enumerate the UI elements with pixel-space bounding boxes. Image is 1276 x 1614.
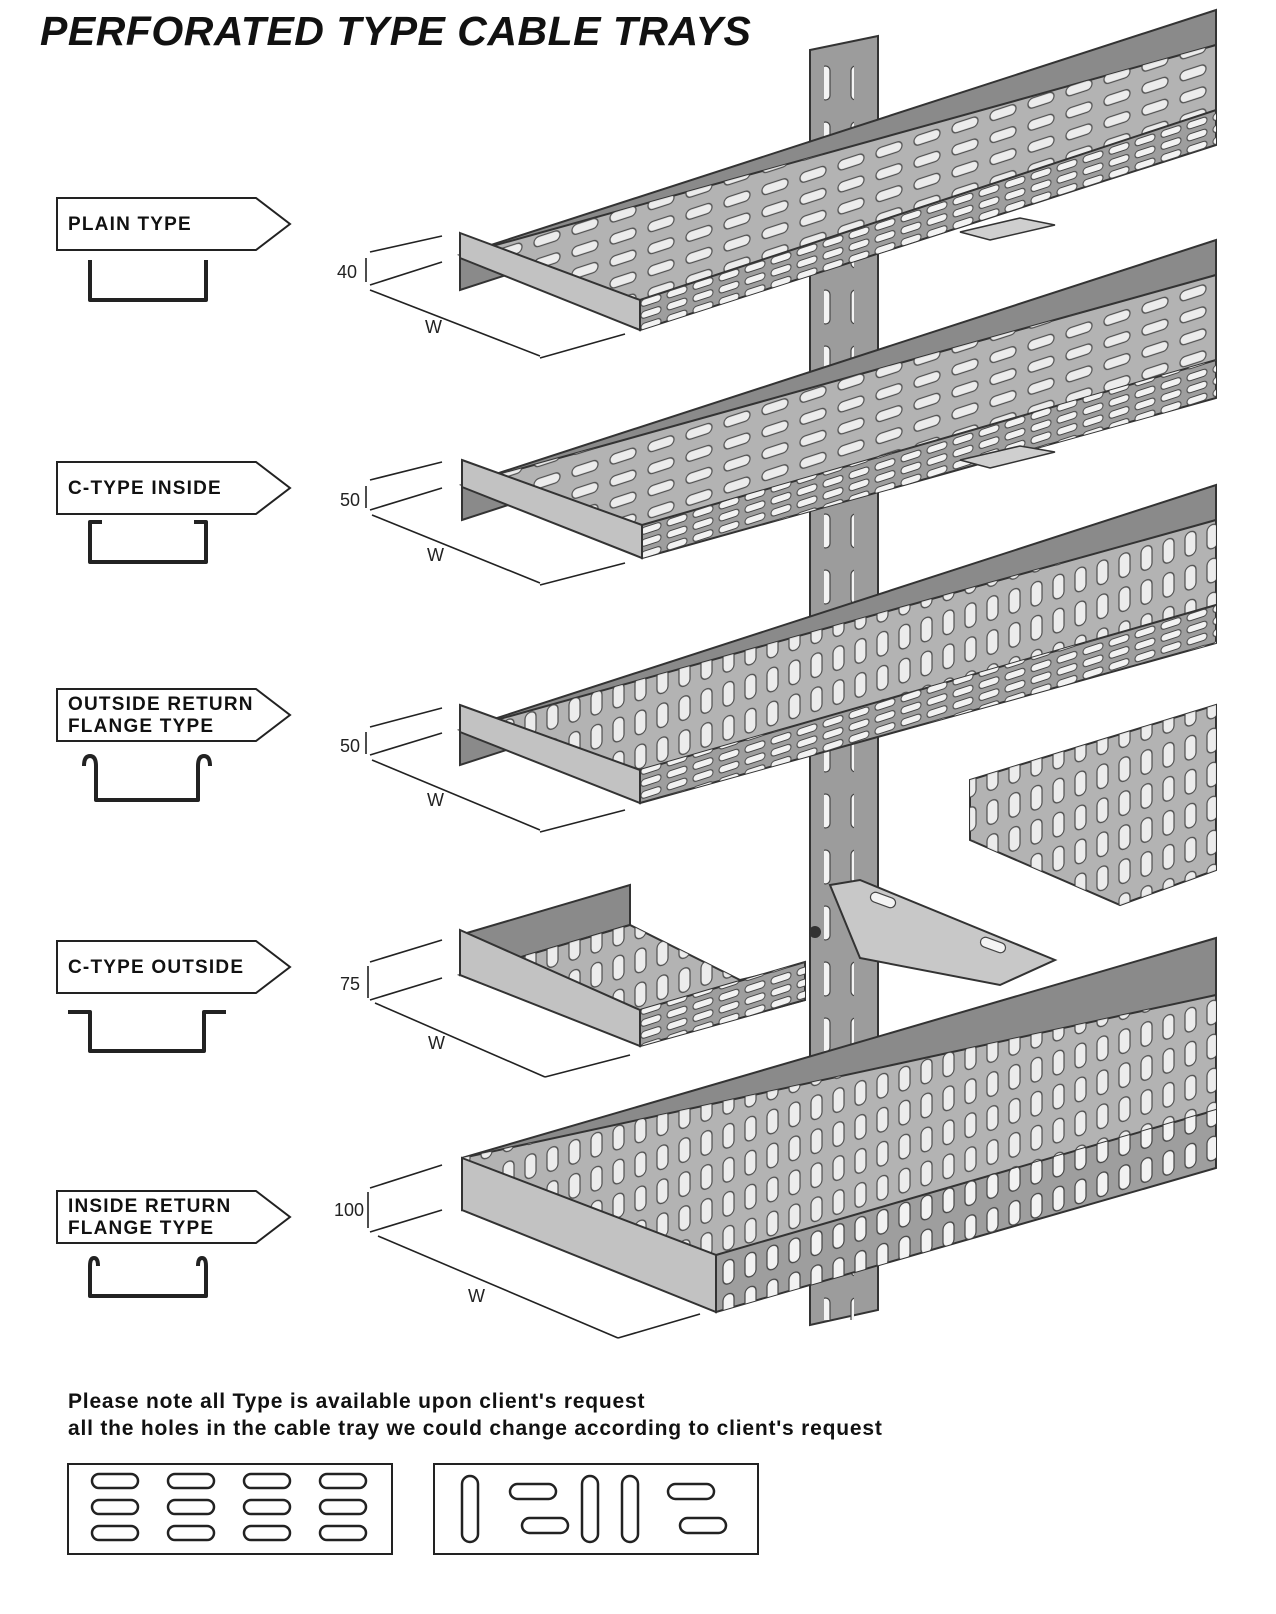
tag-arrow-shape — [56, 940, 292, 994]
width-label-inside-return-flange: W — [468, 1286, 485, 1306]
profile-c-outside-icon — [68, 1010, 226, 1053]
type-tag-outside-return-flange: OUTSIDE RETURN FLANGE TYPE — [56, 688, 292, 744]
note-line: Please note all Type is available upon c… — [68, 1390, 646, 1413]
width-label-c-outside: W — [428, 1033, 445, 1053]
note-line: all the holes in the cable tray we could… — [68, 1417, 883, 1440]
width-label-outside-return-flange: W — [427, 790, 444, 810]
type-tag-c-inside: C-TYPE INSIDE — [56, 461, 292, 517]
tray-inside-return-flange — [461, 936, 1217, 1314]
tray-side-section — [969, 703, 1217, 907]
tray-c-inside — [458, 238, 1217, 560]
tag-arrow-shape — [56, 197, 292, 251]
type-tag-line: PLAIN TYPE — [68, 214, 192, 235]
tag-arrow-shape — [56, 461, 292, 515]
height-label-inside-return-flange: 100 — [334, 1200, 364, 1220]
height-label-outside-return-flange: 50 — [340, 736, 360, 756]
type-tag-inside-return-flange: INSIDE RETURN FLANGE TYPE — [56, 1190, 292, 1246]
width-label-plain: W — [425, 317, 442, 337]
profile-c-inside-icon — [88, 520, 208, 564]
profile-plain-icon — [88, 260, 208, 302]
type-tag-line: FLANGE TYPE — [68, 1218, 215, 1239]
type-tag-label: INSIDE RETURN FLANGE TYPE — [68, 1190, 268, 1246]
tray-outside-return-flange — [456, 483, 1217, 805]
profile-inside-return-flange-icon — [88, 1256, 208, 1298]
type-tag-label: OUTSIDE RETURN FLANGE TYPE — [68, 688, 268, 744]
tray-c-outside — [456, 883, 806, 1048]
width-label-c-inside: W — [427, 545, 444, 565]
type-tag-label: PLAIN TYPE — [68, 197, 268, 253]
height-label-plain: 40 — [337, 262, 357, 282]
type-tag-line: C-TYPE INSIDE — [68, 478, 222, 499]
client-request-note: Please note all Type is available upon c… — [68, 1388, 883, 1442]
height-label-c-outside: 75 — [340, 974, 360, 994]
tag-arrow-shape — [56, 688, 292, 742]
tag-arrow-shape — [56, 1190, 292, 1244]
hole-pattern-horizontal — [67, 1463, 393, 1555]
type-tag-plain: PLAIN TYPE — [56, 197, 292, 253]
type-tag-line: INSIDE RETURN — [68, 1196, 232, 1217]
type-tag-label: C-TYPE INSIDE — [68, 461, 268, 517]
type-tag-line: C-TYPE OUTSIDE — [68, 957, 245, 978]
type-tag-c-outside: C-TYPE OUTSIDE — [56, 940, 292, 996]
page-title: PERFORATED TYPE CABLE TRAYS — [40, 8, 752, 54]
type-tag-line: FLANGE TYPE — [68, 716, 215, 737]
type-tag-label: C-TYPE OUTSIDE — [68, 940, 268, 996]
hole-pattern-mixed — [433, 1463, 759, 1555]
dimension-lines — [365, 235, 701, 1339]
type-tag-line: OUTSIDE RETURN — [68, 694, 254, 715]
tray-illustration: 40 W 50 W 50 W 75 W 100 W — [334, 8, 1217, 1339]
support-bracket — [809, 878, 1058, 987]
height-label-c-inside: 50 — [340, 490, 360, 510]
tray-plain — [456, 8, 1217, 332]
profile-outside-return-flange-icon — [82, 754, 212, 802]
